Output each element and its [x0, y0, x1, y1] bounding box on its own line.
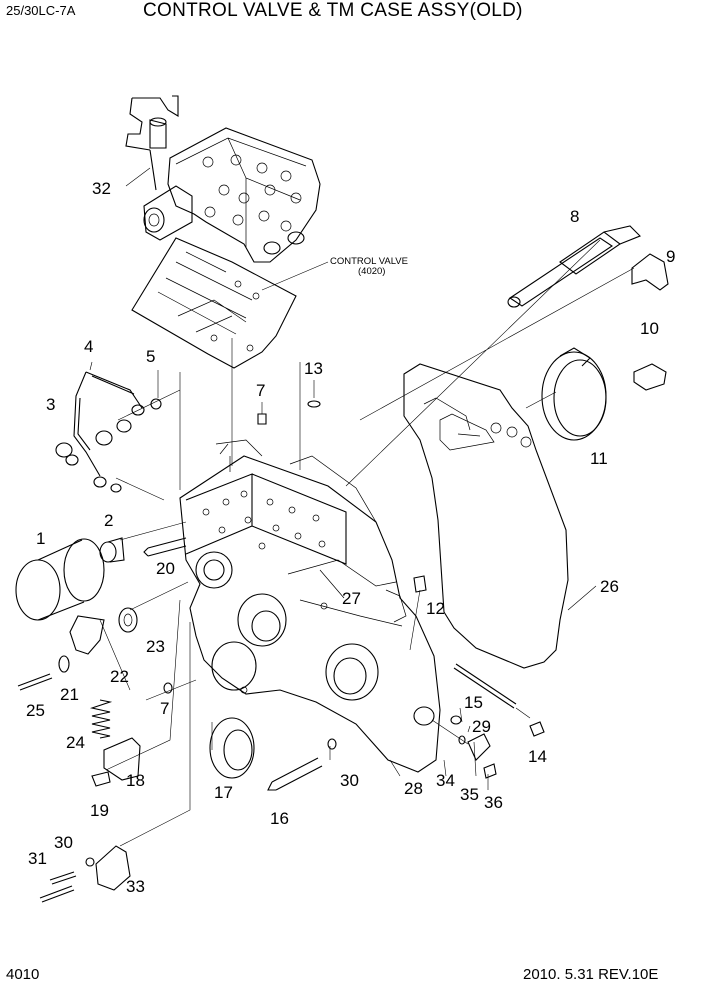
separator-plate	[131, 237, 297, 369]
case-bolt	[267, 757, 323, 791]
callout-9: 9	[666, 247, 675, 266]
band-clamp	[541, 347, 607, 441]
callout-32: 32	[92, 179, 111, 198]
callout-13: 13	[304, 359, 323, 378]
plug	[450, 715, 462, 725]
front-seal	[209, 717, 255, 779]
oil-seal	[118, 607, 138, 633]
o-ring	[458, 735, 466, 745]
pin	[17, 673, 53, 691]
callout-21: 21	[60, 685, 79, 704]
callout-33: 33	[126, 877, 145, 896]
plug-top	[257, 413, 267, 425]
callout-34: 34	[436, 771, 455, 790]
band-clip	[633, 363, 667, 391]
o-ring-small	[307, 400, 321, 408]
lower-washer	[85, 857, 95, 867]
transmission-case	[179, 439, 441, 773]
callout-29: 29	[472, 717, 491, 736]
model-code: 25/30LC-7A	[6, 3, 76, 18]
snap-ring	[58, 655, 70, 673]
callout-22: 22	[110, 667, 129, 686]
callout-30: 30	[340, 771, 359, 790]
filter-adapter	[99, 537, 125, 563]
callout-16: 16	[270, 809, 289, 828]
control-valve-body	[143, 127, 321, 263]
callout-35: 35	[460, 785, 479, 804]
spring	[89, 699, 113, 739]
page-number: 4010	[6, 966, 40, 983]
callout-20: 20	[156, 559, 175, 578]
callout-7-lower: 7	[160, 699, 169, 718]
callout-4: 4	[84, 337, 93, 356]
valve-bracket	[125, 95, 179, 191]
breather	[413, 575, 427, 593]
callout-18: 18	[126, 771, 145, 790]
callout-5: 5	[146, 347, 155, 366]
callout-14: 14	[528, 747, 547, 766]
lower-bracket	[95, 845, 131, 891]
callout-28: 28	[404, 779, 423, 798]
case-gasket	[403, 363, 569, 669]
revision-date: 2010. 5.31 REV.10E	[523, 966, 659, 983]
control-valve-note-line2: (4020)	[358, 266, 385, 277]
lower-bolt-1	[49, 871, 77, 885]
end-cap	[529, 721, 545, 737]
lower-bolt-2	[39, 885, 75, 903]
callout-15: 15	[464, 693, 483, 712]
callout-2: 2	[104, 511, 113, 530]
callout-11: 11	[590, 449, 608, 468]
bolt	[143, 537, 187, 557]
callout-23: 23	[146, 637, 165, 656]
callout-labels: 1 2 3 4 5 7 7 8 9 10 11 12 13 14 15 16 1…	[26, 179, 675, 896]
control-valve-note-line1: CONTROL VALVE	[330, 256, 408, 267]
guide-rod	[453, 663, 517, 709]
callout-1: 1	[36, 529, 45, 548]
callout-17: 17	[214, 783, 233, 802]
callout-19: 19	[90, 801, 109, 820]
sensor-body	[467, 733, 491, 761]
washer	[327, 738, 337, 750]
lever-plate	[69, 615, 105, 655]
callout-25: 25	[26, 701, 45, 720]
input-shaft	[507, 225, 641, 308]
callout-10: 10	[640, 319, 659, 338]
callout-31: 31	[28, 849, 47, 868]
callout-27: 27	[342, 589, 361, 608]
callout-36: 36	[484, 793, 503, 812]
callout-7: 7	[256, 381, 265, 400]
callout-3: 3	[46, 395, 55, 414]
callout-8: 8	[570, 207, 579, 226]
callout-24: 24	[66, 733, 85, 752]
plug-bottom	[163, 682, 173, 694]
callout-12: 12	[426, 599, 445, 618]
small-bracket	[631, 253, 669, 291]
oil-filter	[15, 538, 105, 621]
callout-30-lower: 30	[54, 833, 73, 852]
page-title: CONTROL VALVE & TM CASE ASSY(OLD)	[143, 0, 523, 21]
sensor-bolt	[483, 763, 497, 779]
oil-pipe	[55, 371, 162, 493]
spring-bracket	[103, 737, 141, 781]
callout-26: 26	[600, 577, 619, 596]
bracket-bolt	[91, 771, 111, 787]
